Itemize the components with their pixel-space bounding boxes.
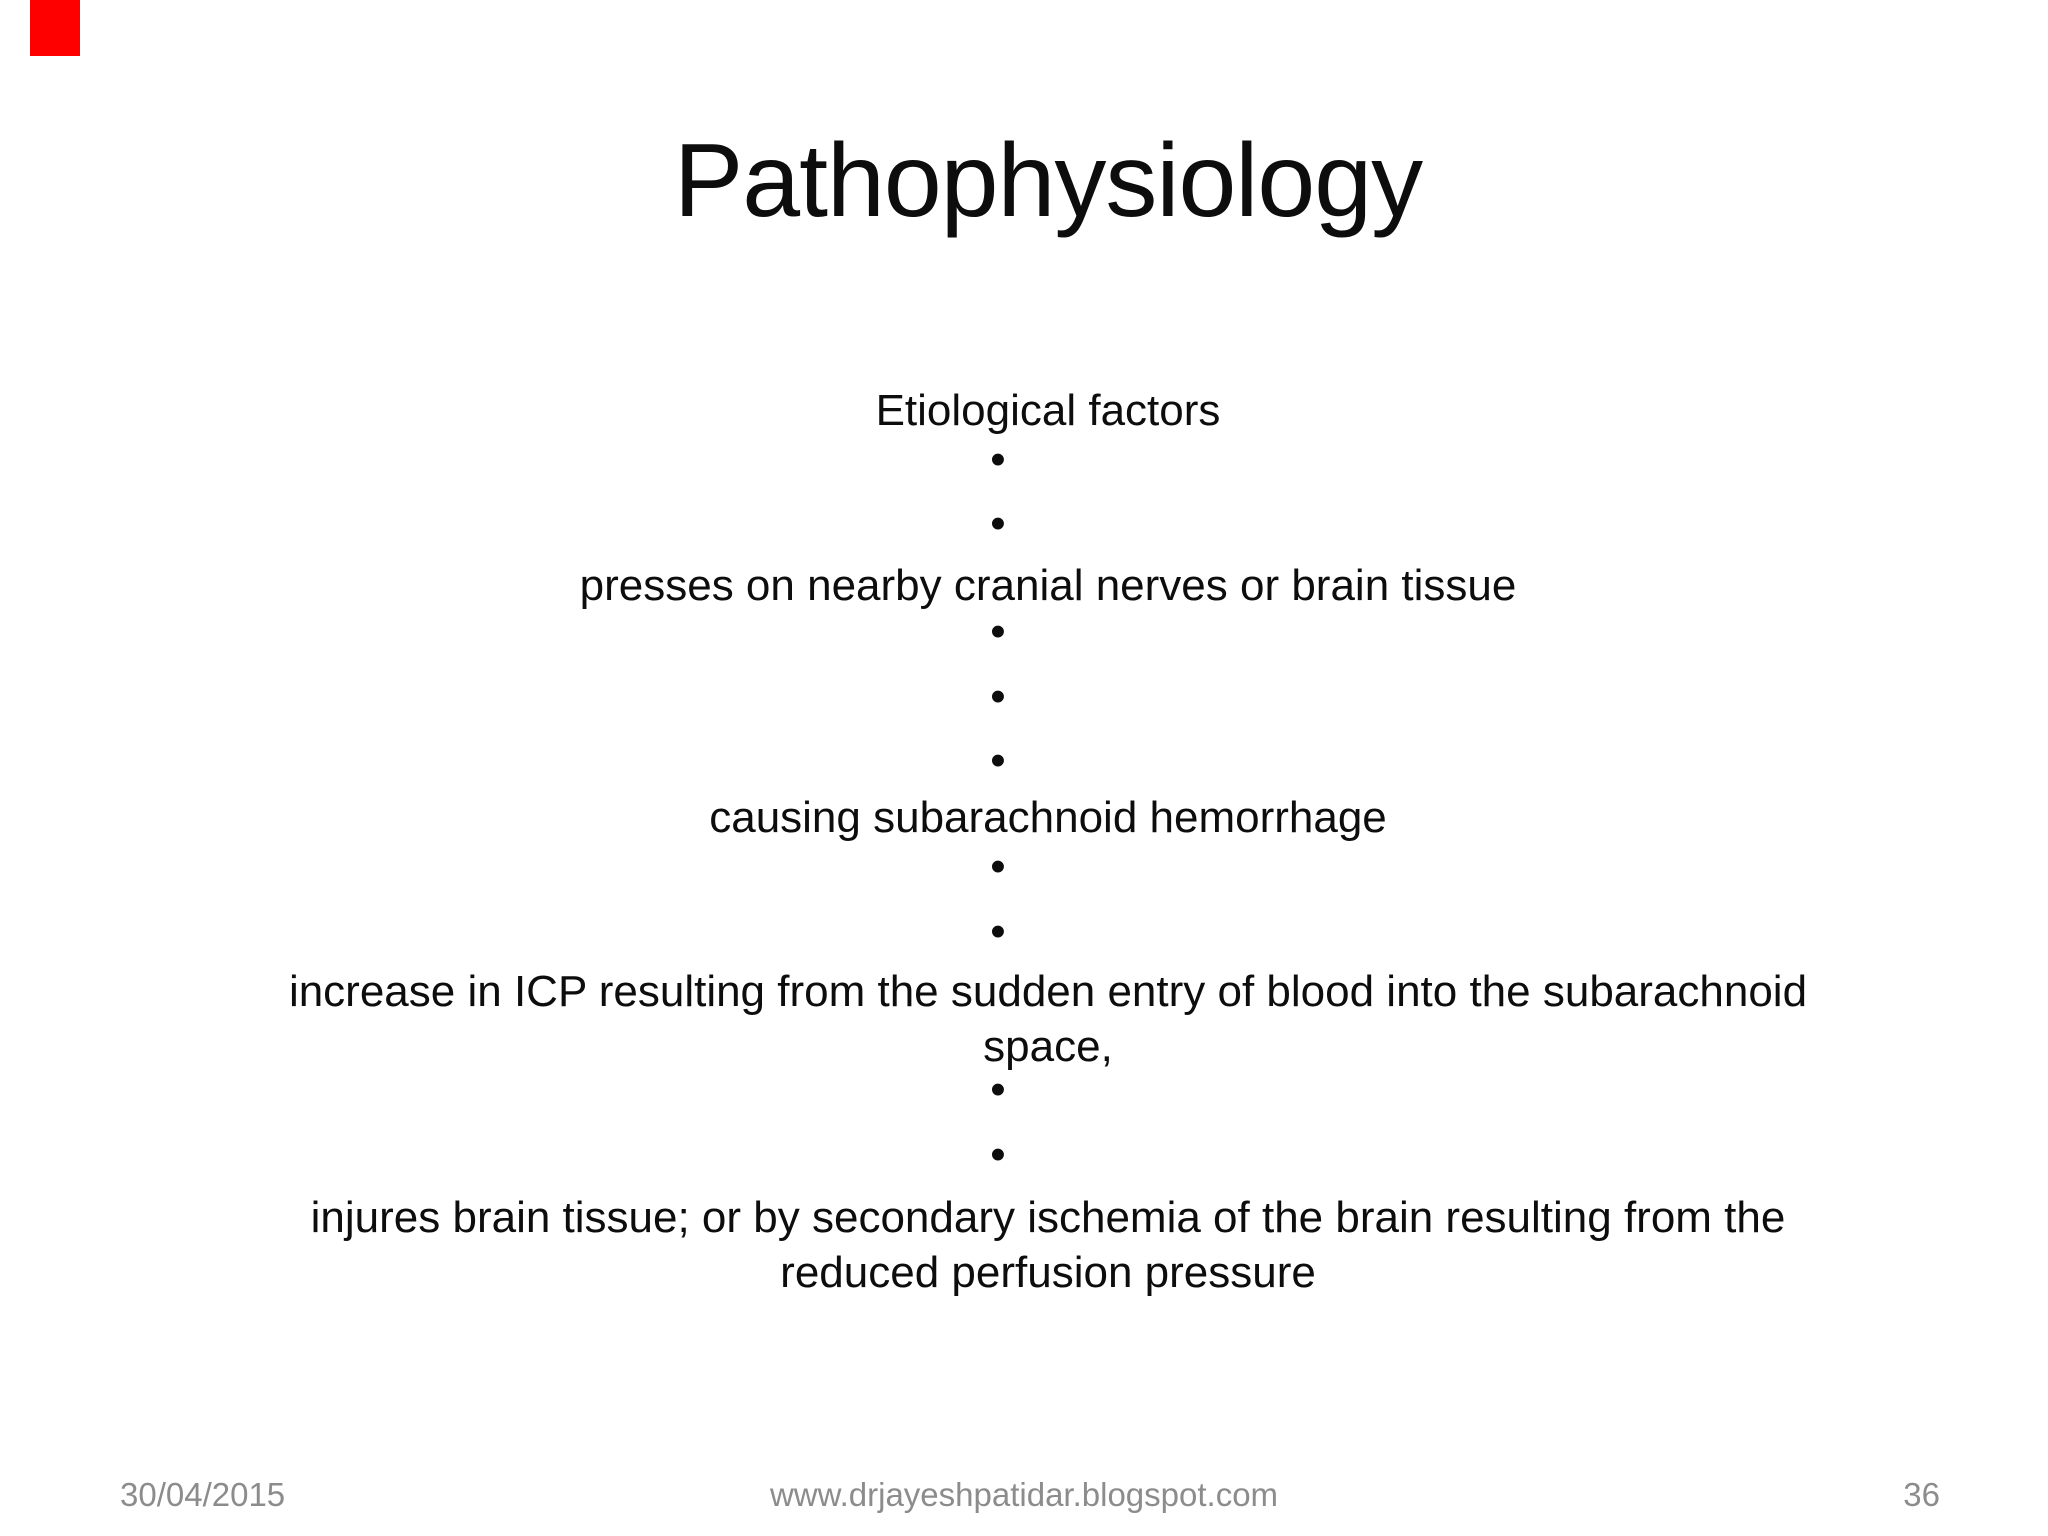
flow-bullet: • <box>990 842 1006 891</box>
flow-text-etiological-factors: Etiological factors <box>875 386 1221 435</box>
flow-bullet: • <box>990 607 1006 656</box>
pathophysiology-flowchart: Etiological factors • • presses on nearb… <box>168 0 1928 1536</box>
flow-text-injures-brain-line1: injures brain tissue; or by secondary is… <box>310 1193 1786 1242</box>
footer-page-number: 36 <box>1903 1476 1940 1513</box>
flow-bullet: • <box>990 907 1006 956</box>
flow-bullet: • <box>990 435 1006 484</box>
footer-date: 30/04/2015 <box>120 1476 286 1513</box>
flow-text-presses-on-nerves: presses on nearby cranial nerves or brai… <box>579 561 1517 610</box>
flow-bullet: • <box>990 1065 1006 1114</box>
flow-text-increase-icp-line2: space, <box>983 1022 1113 1071</box>
flow-bullet: • <box>990 499 1006 548</box>
flow-bullet: • <box>990 736 1006 785</box>
slide-footer: 30/04/2015 www.drjayeshpatidar.blogspot.… <box>0 1476 2048 1520</box>
footer-url: www.drjayeshpatidar.blogspot.com <box>769 1476 1279 1513</box>
flow-text-causing-hemorrhage: causing subarachnoid hemorrhage <box>709 793 1387 842</box>
flow-text-injures-brain-line2: reduced perfusion pressure <box>780 1248 1316 1297</box>
flow-bullet: • <box>990 672 1006 721</box>
red-indicator-bar <box>30 0 80 56</box>
slide-title: Pathophysiology <box>673 122 1423 239</box>
flow-bullet: • <box>990 1130 1006 1179</box>
flow-text-increase-icp-line1: increase in ICP resulting from the sudde… <box>288 967 1808 1016</box>
